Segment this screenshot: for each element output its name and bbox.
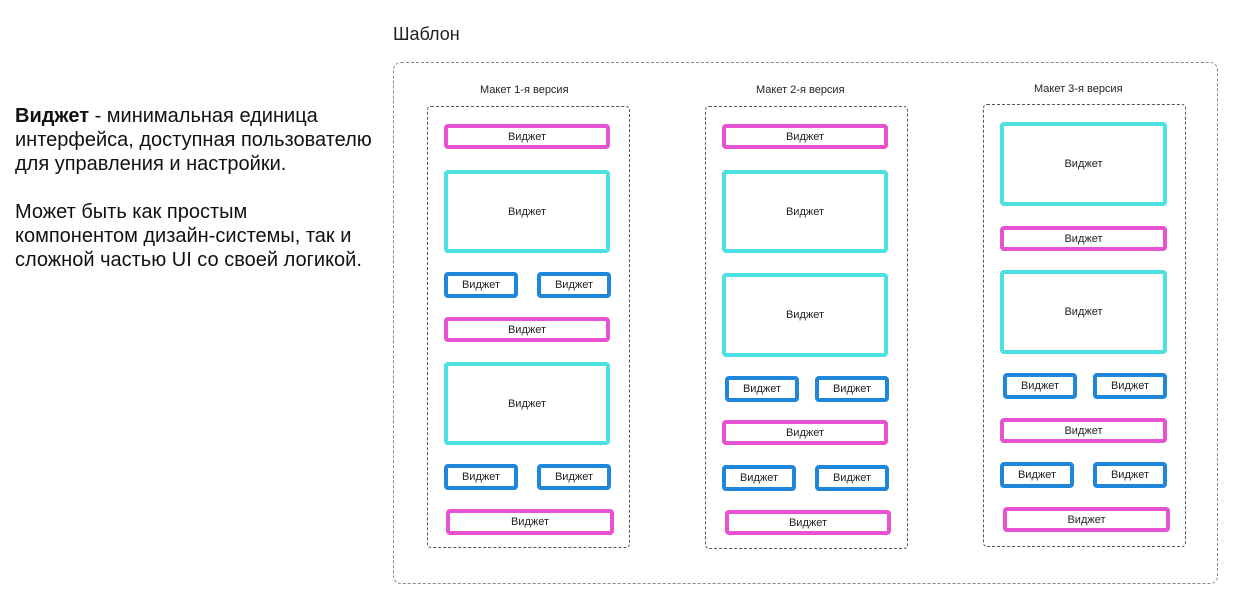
widget-description: Виджет - минимальная единица интерфейса,… [15,104,375,272]
widget[interactable]: Виджет [815,376,889,402]
layout-3 [983,104,1186,547]
widget[interactable]: Виджет [1000,462,1074,488]
definition-paragraph: Виджет - минимальная единица интерфейса,… [15,104,375,176]
usage-paragraph: Может быть как простым компонентом дизай… [15,201,362,271]
widget[interactable]: Виджет [1093,373,1167,399]
widget[interactable]: Виджет [444,272,518,298]
widget[interactable]: Виджет [1003,507,1170,532]
layout-3-title: Макет 3-я версия [1034,83,1123,95]
widget[interactable]: Виджет [722,273,888,357]
widget[interactable]: Виджет [1093,462,1167,488]
widget[interactable]: Виджет [1000,270,1167,354]
widget[interactable]: Виджет [444,317,610,342]
widget[interactable]: Виджет [537,272,611,298]
widget[interactable]: Виджет [1000,122,1167,206]
definition-text: - минимальная единица интерфейса, доступ… [15,105,372,175]
layout-1 [427,106,630,548]
widget[interactable]: Виджет [722,170,888,253]
widget[interactable]: Виджет [1000,226,1167,251]
widget[interactable]: Виджет [444,464,518,490]
widget[interactable]: Виджет [1003,373,1077,399]
widget[interactable]: Виджет [444,362,610,445]
template-title: Шаблон [393,24,460,44]
widget[interactable]: Виджет [815,465,889,491]
widget[interactable]: Виджет [722,124,888,149]
widget[interactable]: Виджет [722,465,796,491]
widget[interactable]: Виджет [1000,418,1167,443]
template-frame [393,62,1218,584]
term-widget: Виджет [15,105,90,127]
layout-1-title: Макет 1-я версия [480,84,569,96]
widget[interactable]: Виджет [444,170,610,253]
widget[interactable]: Виджет [722,420,888,445]
widget[interactable]: Виджет [725,510,891,535]
widget[interactable]: Виджет [537,464,611,490]
widget[interactable]: Виджет [725,376,799,402]
widget[interactable]: Виджет [446,509,614,535]
layout-2 [705,106,908,549]
widget[interactable]: Виджет [444,124,610,149]
layout-2-title: Макет 2-я версия [756,84,845,96]
